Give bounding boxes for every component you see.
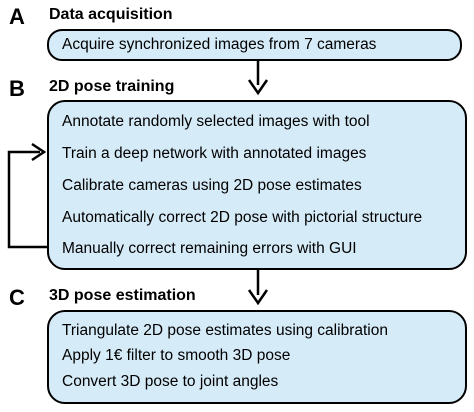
section-title-a: Data acquisition (49, 6, 173, 23)
step-filter: Apply 1€ filter to smooth 3D pose (62, 347, 291, 364)
step-calibrate: Calibrate cameras using 2D pose estimate… (62, 177, 362, 194)
panel-letter-a: A (9, 4, 25, 29)
panel-letter-b: B (9, 76, 25, 101)
step-auto-correct: Automatically correct 2D pose with picto… (62, 209, 423, 226)
step-manual-correct: Manually correct remaining errors with G… (62, 240, 357, 257)
step-train: Train a deep network with annotated imag… (62, 145, 367, 162)
training-box (47, 100, 467, 270)
section-title-b: 2D pose training (49, 78, 175, 95)
section-title-c: 3D pose estimation (49, 287, 196, 304)
arrow-down-icon (247, 270, 269, 306)
step-acquire: Acquire synchronized images from 7 camer… (62, 36, 377, 53)
loop-back-arrow-icon (7, 142, 47, 249)
estimation-box (47, 310, 467, 404)
step-joint-angles: Convert 3D pose to joint angles (62, 373, 279, 390)
step-annotate: Annotate randomly selected images with t… (62, 113, 370, 130)
panel-letter-c: C (9, 285, 25, 310)
step-triangulate: Triangulate 2D pose estimates using cali… (62, 322, 388, 339)
arrow-down-icon (247, 61, 269, 96)
acquisition-box (47, 29, 462, 61)
